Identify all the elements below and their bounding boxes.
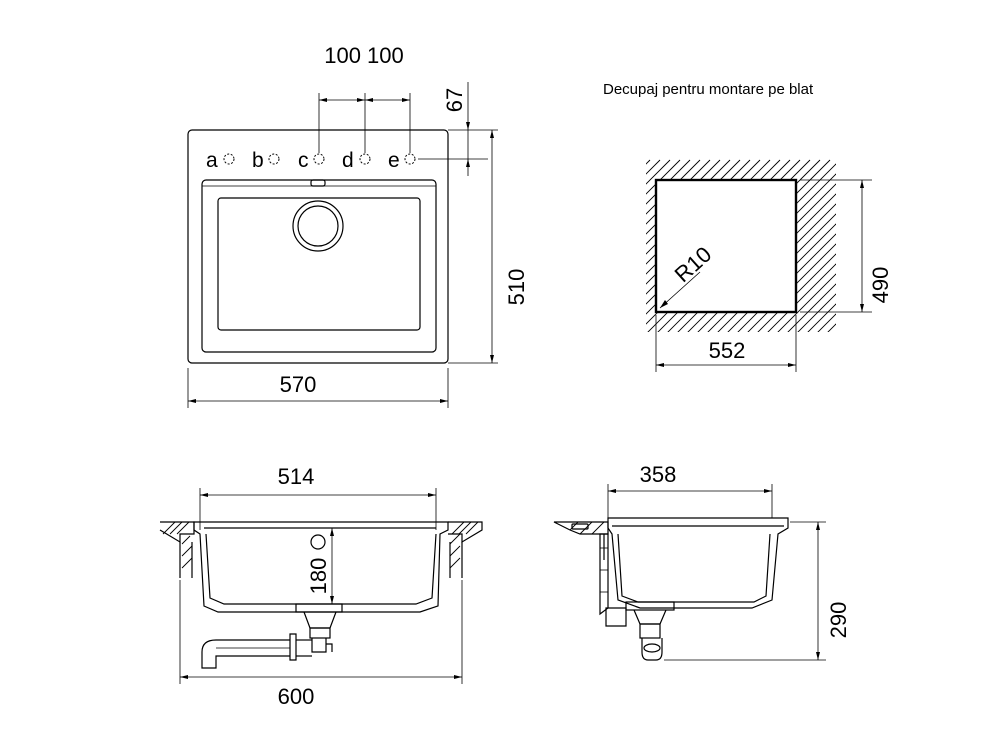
- hatch-line: [646, 159, 681, 332]
- width-label: 570: [280, 372, 317, 397]
- hatch-line: [400, 160, 600, 360]
- cutout-outline: [654, 178, 798, 314]
- tap-hole-e-icon: [404, 153, 416, 165]
- tap-hole-a-icon: [223, 153, 235, 165]
- hatch-line: [709, 159, 836, 332]
- sink-outer-rim: [187, 129, 449, 364]
- hatch-line: [440, 160, 640, 360]
- hatch-line: [646, 159, 671, 332]
- overflow-icon: [310, 534, 326, 550]
- cutout-width-dimension: 552: [655, 315, 797, 372]
- cutout-height-label: 490: [868, 267, 893, 304]
- front-outer-width-label: 600: [278, 684, 315, 709]
- hatch-line: [719, 159, 836, 332]
- cutout-width-label: 552: [709, 338, 746, 363]
- side-total-depth-label: 290: [826, 602, 851, 639]
- countertop-right-hatch: [449, 521, 479, 569]
- hatch-line: [799, 159, 836, 332]
- tap-position-e: e: [388, 149, 400, 172]
- hatch-line: [819, 159, 836, 332]
- side-inner-width-label: 358: [640, 462, 677, 487]
- radius-callout: R10: [659, 242, 717, 309]
- front-inner-width-label: 514: [278, 464, 315, 489]
- side-countertop-hatch: [569, 521, 605, 535]
- hatch-line: [779, 159, 836, 332]
- hatch-line: [809, 159, 836, 332]
- hatch-line: [759, 159, 836, 332]
- overflow-slot: [310, 179, 326, 187]
- cutout-view: Decupaj pentru montare pe blat R10 490: [400, 81, 893, 372]
- bowl-outline: [217, 197, 421, 331]
- hatch-line: [739, 159, 836, 332]
- hatch-line: [646, 159, 651, 332]
- height-dimension: 510: [448, 130, 529, 364]
- drain-outer: [292, 200, 344, 252]
- hatch-line: [410, 160, 610, 360]
- side-sink-rim: [607, 517, 789, 609]
- width-dimension: 570: [187, 368, 449, 408]
- hatch-line: [430, 160, 630, 360]
- countertop-left-hatch: [162, 521, 193, 569]
- hatch-line: [829, 159, 836, 332]
- hatch-line: [749, 159, 836, 332]
- tap-position-d: d: [342, 149, 354, 172]
- side-overflow-pipe: [599, 533, 609, 616]
- hatch-line: [789, 159, 836, 332]
- offset-label: 67: [442, 88, 467, 112]
- hatch-line: [420, 160, 620, 360]
- tap-hole-d-icon: [359, 153, 371, 165]
- hatch-line: [646, 159, 661, 332]
- height-label: 510: [504, 269, 529, 306]
- front-depth-label: 180: [306, 558, 331, 595]
- front-depth-dimension: 180: [306, 528, 334, 604]
- tap-spacing-dimension: 100 100: [318, 43, 411, 153]
- cutout-height-dimension: 490: [800, 179, 893, 313]
- front-inner-width-dimension: 514: [199, 464, 437, 530]
- tap-position-b: b: [252, 149, 264, 172]
- tap-position-c: c: [298, 149, 309, 172]
- tap-position-a: a: [206, 149, 218, 172]
- side-drain-trap: [605, 601, 675, 661]
- radius-label: R10: [670, 242, 717, 288]
- side-section-view: 358 290: [553, 462, 851, 661]
- hatch-line: [769, 159, 836, 332]
- hatch-line: [699, 159, 836, 332]
- hatch-line: [729, 159, 836, 332]
- front-drain-trap: [201, 603, 343, 669]
- tap-hole-c-icon: [313, 153, 325, 165]
- side-inner-width-dimension: 358: [607, 462, 773, 518]
- front-outer-width-dimension: 600: [179, 580, 463, 709]
- side-countertop-left: [553, 521, 609, 535]
- tap-spacing-label: 100 100: [324, 43, 404, 68]
- side-bowl-inner: [617, 533, 771, 603]
- drain-inner: [297, 205, 339, 247]
- front-section-view: 514 180 600: [159, 464, 483, 709]
- countertop-right: [448, 521, 483, 544]
- top-view: a b c d e 100 100 67: [187, 43, 529, 408]
- offset-dimension: 67: [418, 82, 498, 176]
- side-total-depth-dimension: 290: [664, 521, 851, 661]
- countertop-left: [159, 521, 195, 544]
- cutout-title: Decupaj pentru montare pe blat: [603, 81, 814, 98]
- tap-hole-b-icon: [268, 153, 280, 165]
